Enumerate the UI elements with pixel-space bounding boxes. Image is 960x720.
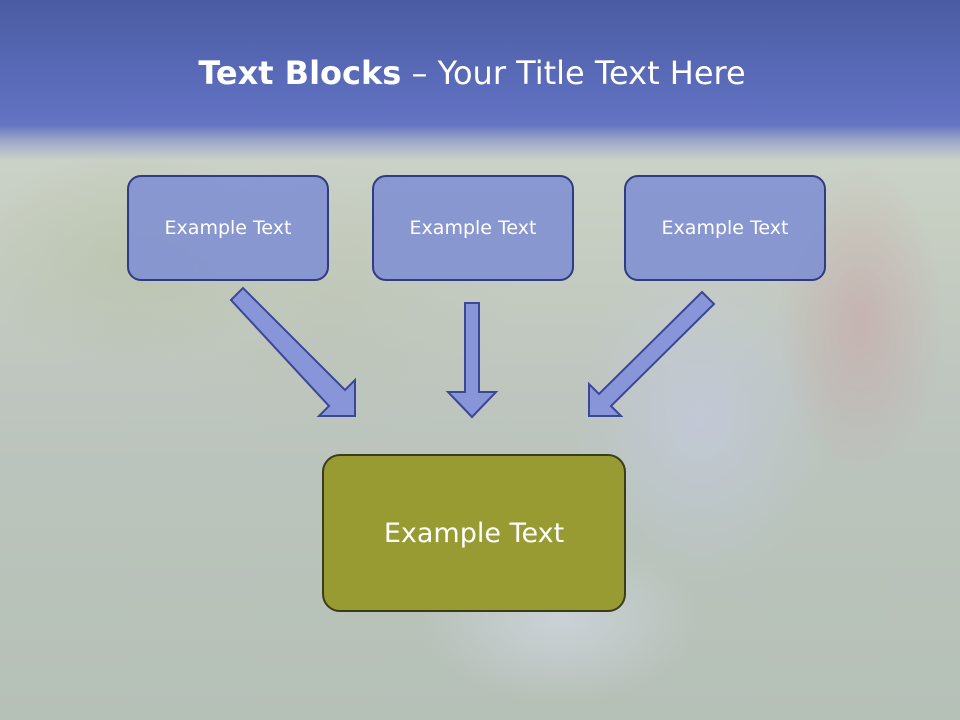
- title-rest: Your Title Text Here: [437, 54, 746, 92]
- title-bold: Text Blocks: [198, 54, 402, 92]
- text-block-3[interactable]: Example Text: [624, 175, 826, 281]
- text-block-3-label: Example Text: [661, 217, 789, 239]
- text-block-2[interactable]: Example Text: [372, 175, 574, 281]
- target-block[interactable]: Example Text: [322, 454, 626, 612]
- arrow-right-icon: [588, 290, 716, 417]
- arrow-left-icon: [229, 286, 356, 417]
- text-block-1-label: Example Text: [164, 217, 292, 239]
- title-band: Text Blocks – Your Title Text Here: [0, 0, 960, 160]
- text-block-2-label: Example Text: [409, 217, 537, 239]
- arrow-down-icon: [445, 302, 499, 419]
- title-dash: –: [401, 54, 438, 92]
- slide-title: Text Blocks – Your Title Text Here: [0, 54, 944, 92]
- text-block-1[interactable]: Example Text: [127, 175, 329, 281]
- target-block-label: Example Text: [383, 517, 565, 549]
